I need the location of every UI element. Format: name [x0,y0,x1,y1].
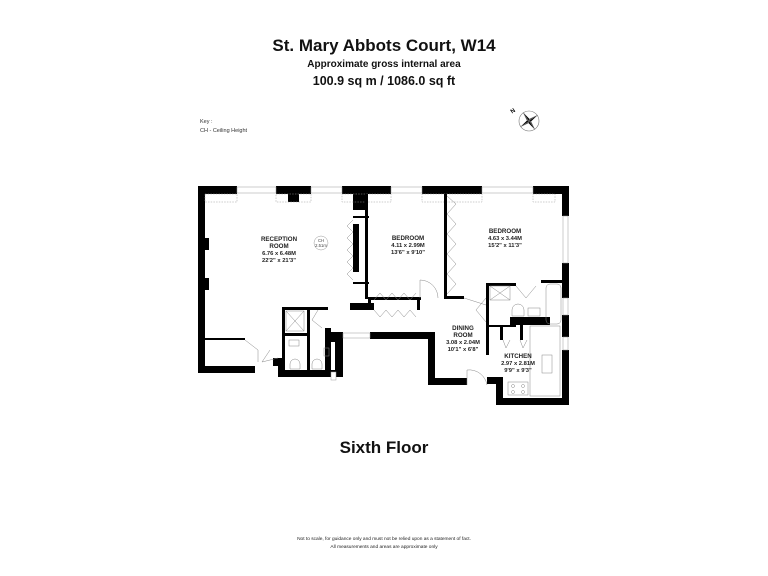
ch-label: CH [318,238,324,243]
floor-plan: CH 2.51m RECEPTION ROOM 6.76 x 6.48M 22'… [198,186,569,405]
disclaimer: Not to scale, for guidance only and must… [0,536,768,552]
room-name-line2: ROOM [269,243,288,250]
key-heading: Key : [200,119,213,125]
room-imperial: 15'2" x 11'3" [488,243,522,249]
room-name: BEDROOM [392,235,424,242]
disclaimer-line-2: All measurements and areas are approxima… [330,545,438,550]
room-imperial: 22'2" x 21'3" [262,258,296,264]
room-kitchen: KITCHEN 2.97 x 2.81M 9'9" x 9'3" [501,353,535,374]
wardrobes-and-doors [244,195,537,386]
north-compass-icon: N [510,108,540,132]
north-label: N [510,108,517,115]
dashed-outlines [204,193,556,203]
room-imperial: 13'6" x 9'10" [391,250,425,256]
outer-walls [198,186,569,405]
interior-walls [205,194,562,372]
room-metric: 4.11 x 2.99M [391,243,425,249]
room-reception: RECEPTION ROOM 6.76 x 6.48M 22'2" x 21'3… [261,236,298,264]
key-entry-ceiling-height: CH - Ceiling Height [200,128,248,134]
area-subtitle: Approximate gross internal area [307,59,461,70]
fixtures [285,283,562,397]
room-dining: DINING ROOM 3.08 x 2.04M 10'1" x 6'8" [446,325,480,353]
room-metric: 3.08 x 2.04M [446,340,480,346]
property-title: St. Mary Abbots Court, W14 [272,36,496,55]
key-legend: Key : CH - Ceiling Height [200,118,247,136]
gross-area: 100.9 sq m / 1086.0 sq ft [312,74,456,88]
windows [236,186,569,381]
compass-ring [518,110,540,132]
room-name: KITCHEN [504,353,532,360]
ceiling-height-marker: CH 2.51m [313,235,329,251]
room-metric: 2.97 x 2.81M [501,361,535,367]
disclaimer-line-1: Not to scale, for guidance only and must… [297,537,471,542]
ch-value: 2.51m [315,243,327,248]
room-bedroom-2: BEDROOM 4.63 x 3.44M 15'2" x 11'3" [488,228,522,249]
room-name: RECEPTION [261,236,298,243]
room-metric: 6.76 x 6.48M [262,251,296,257]
room-imperial: 10'1" x 6'8" [448,347,479,353]
compass-star [519,111,539,131]
room-name-line2: ROOM [453,332,472,339]
room-bedroom-1: BEDROOM 4.11 x 2.99M 13'6" x 9'10" [391,235,425,256]
room-name: DINING [452,325,474,332]
floor-name: Sixth Floor [339,438,429,457]
room-imperial: 9'9" x 9'3" [504,368,532,374]
room-metric: 4.63 x 3.44M [488,236,522,242]
room-name: BEDROOM [489,228,521,235]
